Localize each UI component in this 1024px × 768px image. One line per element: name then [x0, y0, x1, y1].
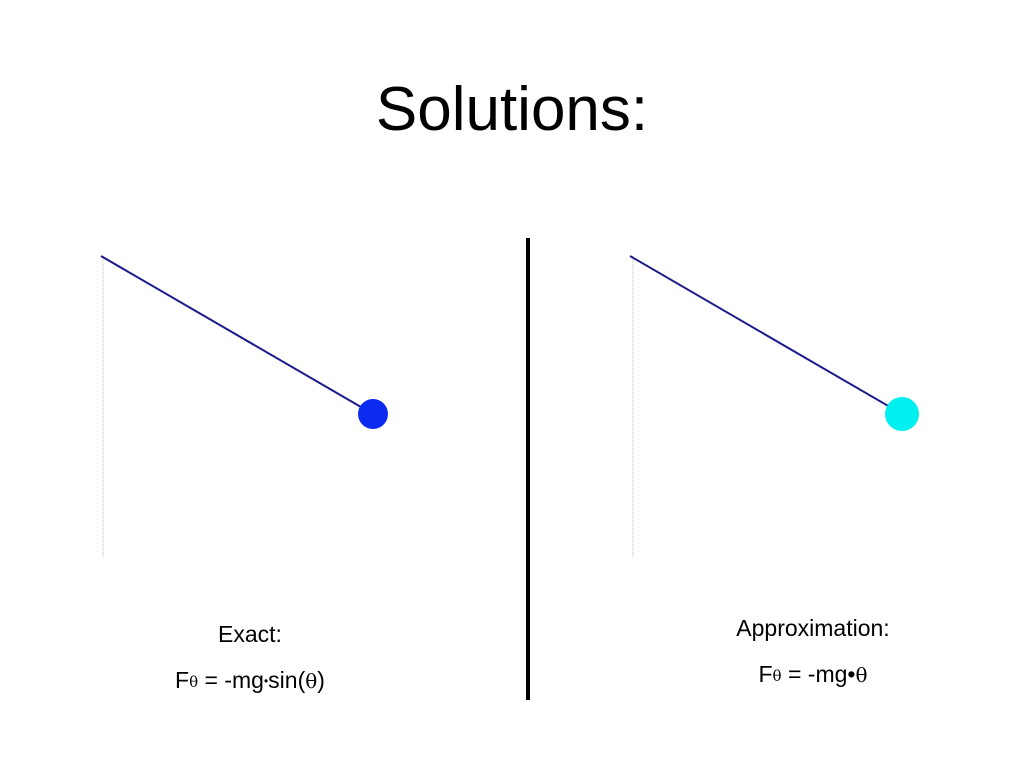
formula-close: )	[317, 667, 325, 693]
pendulum-string	[629, 255, 903, 415]
pendulum-bob-approximation	[885, 397, 919, 431]
formula-approximation: Fθ = -mg•θ	[693, 660, 933, 690]
caption-approximation: Approximation: Fθ = -mg•θ	[693, 614, 933, 690]
formula-force: F	[758, 661, 773, 687]
pendulum-exact	[100, 255, 388, 558]
formula-dot: •	[847, 661, 856, 687]
pendulum-string	[100, 255, 374, 415]
pendulum-approximation	[629, 255, 919, 558]
pendulum-bob-exact	[358, 399, 388, 429]
formula-theta: θ	[855, 663, 868, 687]
caption-label: Approximation:	[736, 615, 890, 641]
formula-theta-subscript: θ	[189, 673, 199, 691]
formula-exact: Fθ = -mg•sin(θ)	[130, 666, 370, 696]
formula-theta-subscript: θ	[772, 667, 782, 685]
formula-middle: = -mg	[198, 667, 264, 693]
formula-sin: sin(	[268, 667, 306, 693]
formula-theta: θ	[305, 669, 318, 693]
formula-middle: = -mg	[781, 661, 848, 687]
caption-label: Exact:	[218, 621, 282, 647]
center-divider	[526, 238, 530, 700]
caption-exact: Exact: Fθ = -mg•sin(θ)	[130, 620, 370, 696]
formula-dot: •	[263, 674, 269, 688]
slide-title: Solutions:	[375, 75, 649, 144]
formula-force: F	[175, 667, 190, 693]
